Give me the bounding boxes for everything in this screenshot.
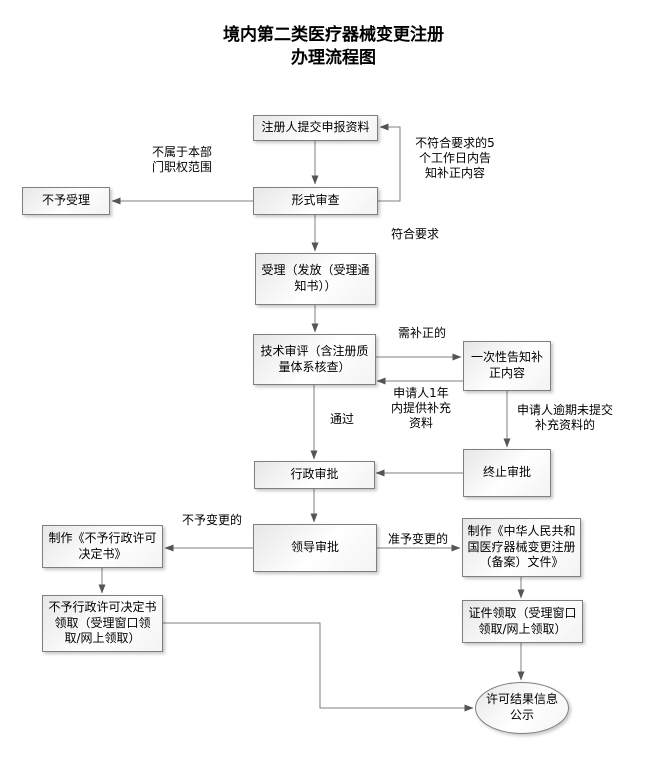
- edge-label-approve-change: 准予变更的: [387, 532, 448, 546]
- edge-label-out-of-scope: 不属于本部 门职权范围: [151, 145, 212, 174]
- edge-label-pass: 通过: [329, 412, 354, 426]
- node-formal-review: 形式审查: [253, 187, 378, 215]
- node-make-cert-doc: 制作《中华人民共和 国医疗器械变更注册 （备案）文件》: [462, 518, 581, 577]
- node-notify-correction: 一次性告知补 正内容: [463, 341, 551, 391]
- node-not-accepted: 不予受理: [22, 187, 110, 215]
- edge-label-supplement-1year: 申请人1年 内提供补充 资料: [390, 386, 451, 430]
- node-accept: 受理（发放（受理通 知书））: [255, 253, 376, 305]
- edge-label-no-change: 不予变更的: [181, 513, 242, 527]
- edge-label-overdue-no-supplement: 申请人逾期未提交 补充资料的: [516, 403, 613, 432]
- node-terminate-approval: 终止审批: [463, 449, 551, 497]
- node-admin-approval: 行政审批: [254, 461, 375, 489]
- arrow-denial-pickup-to-result: [163, 622, 474, 712]
- node-make-denial-doc: 制作《不予行政许可 决定书》: [42, 525, 163, 568]
- node-technical-review: 技术审评（含注册质 量体系核查）: [253, 334, 376, 385]
- node-cert-pickup: 证件领取（受理窗口 领取/网上领取）: [462, 600, 583, 643]
- edge-label-needs-correction: 需补正的: [397, 326, 446, 340]
- edge-label-not-meeting-5days: 不符合要求的5 个工作日内告 知补正内容: [415, 136, 495, 180]
- node-leader-approval: 领导审批: [253, 524, 377, 572]
- node-submit-application: 注册人提交申报资料: [253, 115, 378, 141]
- arrow-formal-review-back-to-submit: [377, 123, 401, 202]
- node-result-publicity: 许可结果信息 公示: [475, 682, 569, 734]
- edge-label-meets-requirements: 符合要求: [390, 227, 439, 241]
- page-title: 境内第二类医疗器械变更注册 办理流程图: [223, 25, 444, 68]
- node-denial-doc-pickup: 不予行政许可决定书 领取（受理窗口领 取/网上领取）: [42, 595, 163, 652]
